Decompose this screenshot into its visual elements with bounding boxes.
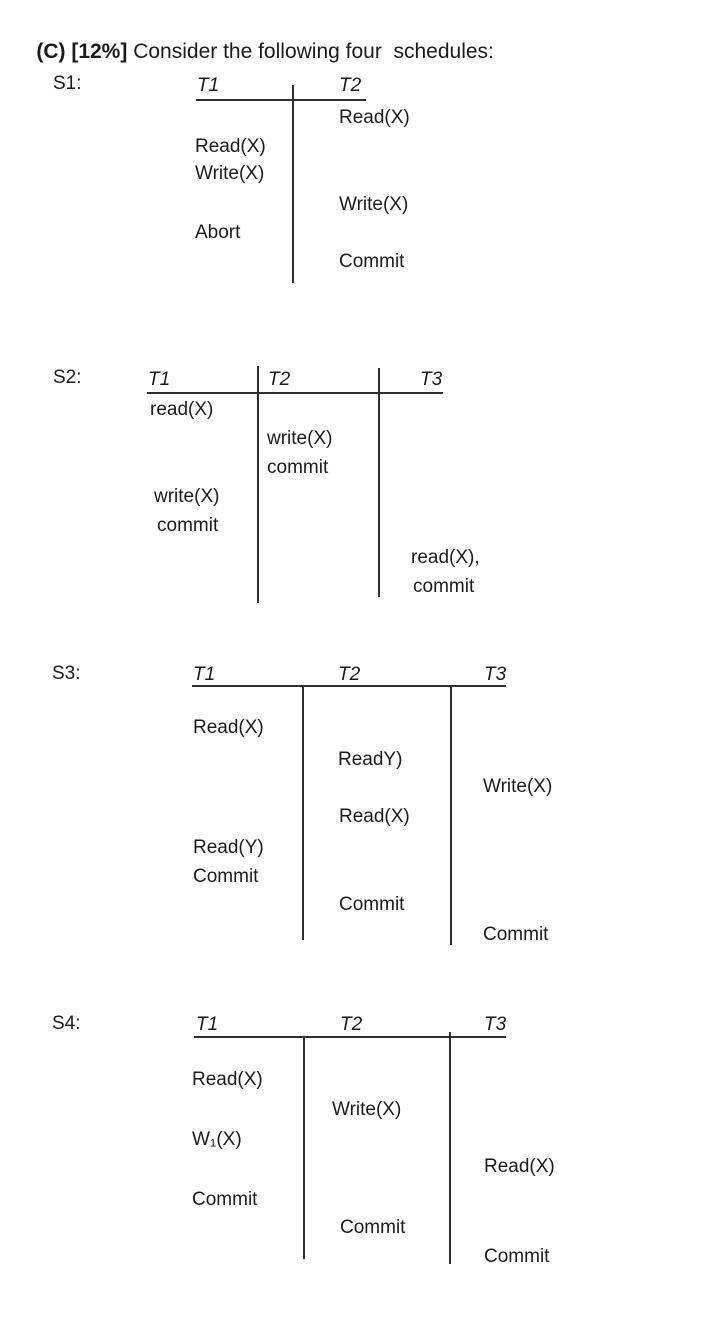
timeline-divider-line — [302, 686, 304, 940]
operation-text: read(X) — [150, 399, 214, 420]
operation-text: Write(X) — [339, 194, 409, 215]
header-underline — [196, 99, 366, 101]
operation-text: Read(X) — [192, 1069, 263, 1090]
operation-text: write(X) — [154, 486, 220, 507]
schedule-label: S4: — [52, 1013, 81, 1034]
header-underline — [147, 392, 443, 394]
transaction-header: T1 — [193, 664, 216, 685]
operation-text: Commit — [483, 924, 549, 945]
operation-text: Read(X) — [193, 717, 264, 738]
timeline-divider-line — [449, 1032, 451, 1264]
transaction-header: T2 — [340, 1014, 363, 1035]
transaction-header: T2 — [339, 75, 362, 96]
timeline-divider-line — [292, 85, 294, 283]
operation-text: Read(X) — [484, 1156, 555, 1177]
transaction-header: T1 — [196, 1014, 219, 1035]
question-title: (C) [12%] Consider the following four sc… — [13, 16, 494, 88]
header-underline — [194, 1036, 506, 1038]
operation-text: commit — [413, 576, 475, 597]
operation-text: ReadY) — [338, 749, 403, 770]
question-title-bold: (C) [12%] — [36, 40, 128, 63]
operation-text: write(X) — [267, 428, 333, 449]
schedule-label: S3: — [52, 663, 81, 684]
transaction-header: T1 — [148, 369, 171, 390]
operation-text: commit — [157, 515, 219, 536]
operation-text: commit — [267, 457, 329, 478]
operation-text: read(X), — [411, 547, 480, 568]
operation-text: Write(X) — [195, 163, 265, 184]
timeline-divider-line — [303, 1037, 305, 1259]
transaction-header: T3 — [484, 1014, 507, 1035]
header-underline — [192, 685, 506, 687]
transaction-header: T1 — [197, 75, 220, 96]
operation-text: Read(Y) — [193, 837, 264, 858]
transaction-header: T3 — [420, 369, 443, 390]
timeline-divider-line — [450, 685, 452, 945]
transaction-header: T2 — [268, 369, 291, 390]
operation-text: Commit — [339, 894, 405, 915]
operation-text: Commit — [193, 866, 259, 887]
operation-text: Commit — [340, 1217, 406, 1238]
operation-text: Read(X) — [195, 136, 266, 157]
operation-text: Write(X) — [332, 1099, 402, 1120]
operation-text: Commit — [484, 1246, 550, 1267]
operation-text: Abort — [195, 222, 241, 243]
operation-text: Write(X) — [483, 776, 553, 797]
operation-text: Read(X) — [339, 806, 410, 827]
question-title-text: Consider the following four schedules: — [127, 40, 494, 63]
timeline-divider-line — [378, 368, 380, 597]
transaction-header: T3 — [484, 664, 507, 685]
operation-text: Commit — [339, 251, 405, 272]
timeline-divider-line — [257, 366, 259, 603]
operation-text: Commit — [192, 1189, 258, 1210]
schedule-label: S2: — [53, 367, 82, 388]
operation-text: W₁(X) — [192, 1129, 242, 1150]
transaction-header: T2 — [338, 664, 361, 685]
operation-text: Read(X) — [339, 107, 410, 128]
schedule-label: S1: — [53, 73, 82, 94]
